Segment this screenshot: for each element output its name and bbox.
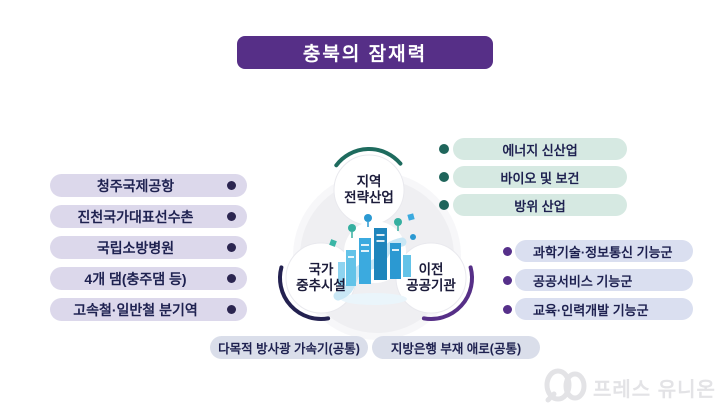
left-pill-cheongju-airport: 청주국제공항 (50, 174, 247, 197)
arc-navy-bottom-left (278, 265, 331, 321)
node-label-regional-strategic-industry: 지역 전략산업 (323, 174, 415, 206)
bullet-dot-icon (227, 305, 236, 314)
node-label-relocated-public-institutions: 이전 공공기관 (385, 262, 477, 294)
pill-label: 지방은행 부재 애로(공통) (390, 342, 522, 356)
bullet-dot-icon (227, 243, 236, 252)
lav-pill-education-hr-group: 교육·인력개발 기능군 (503, 298, 693, 320)
left-pill-national-fire-hospital: 국립소방병원 (50, 236, 247, 259)
bullet-dot-icon (503, 246, 512, 256)
pill-label: 다목적 방사광 가속기(공통) (218, 342, 360, 356)
bottom-pill-accelerator: 다목적 방사광 가속기(공통) (210, 336, 368, 359)
page-title: 충북의 잠재력 (302, 44, 428, 65)
bullet-dot-icon (503, 275, 512, 285)
bullet-dot-icon (439, 172, 449, 182)
pill-label: 공공서비스 기능군 (533, 273, 633, 289)
pill-label: 방위 산업 (514, 198, 566, 214)
pill-label: 교육·인력개발 기능군 (533, 302, 649, 318)
bullet-dot-icon (503, 304, 512, 314)
pill-label: 청주국제공항 (96, 177, 175, 194)
green-pill-energy-new-industry: 에너지 신산업 (439, 138, 627, 160)
pill-label: 에너지 신산업 (502, 142, 578, 158)
node-label-line: 공공기관 (406, 278, 456, 294)
node-label-line: 중추시설 (296, 278, 346, 294)
lav-pill-science-ict-group: 과학기술·정보통신 기능군 (503, 240, 693, 262)
bullet-dot-icon (227, 274, 236, 283)
pill-label: 4개 댐(충주댐 등) (84, 270, 187, 287)
bullet-dot-icon (227, 212, 236, 221)
node-label-line: 전략산업 (344, 190, 394, 206)
arc-teal-top (334, 147, 403, 168)
press-union-logo-icon (544, 368, 587, 403)
green-pill-defense-industry: 방위 산업 (439, 194, 627, 216)
bottom-pill-local-bank: 지방은행 부재 애로(공통) (372, 336, 540, 359)
pill-label: 국립소방병원 (96, 239, 175, 256)
pill-label: 고속철·일반철 분기역 (73, 301, 198, 318)
pill-label: 과학기술·정보통신 기능군 (533, 244, 673, 260)
green-pill-bio-health: 바이오 및 보건 (439, 166, 627, 188)
smart-city-illustration-icon (329, 213, 416, 305)
node-label-line: 이전 (418, 262, 444, 277)
pill-label: 바이오 및 보건 (500, 170, 580, 186)
pill-label: 진천국가대표선수촌 (77, 208, 194, 225)
left-pill-jincheon-training-center: 진천국가대표선수촌 (50, 205, 247, 228)
bullet-dot-icon (227, 181, 236, 190)
node-label-line: 지역 (356, 174, 382, 189)
bullet-dot-icon (439, 144, 449, 154)
left-pill-rail-junction: 고속철·일반철 분기역 (50, 298, 247, 321)
watermark-text: 프레스 유니온 (593, 379, 716, 401)
arc-purple-bottom-right (421, 265, 474, 321)
title-banner: 충북의 잠재력 (237, 36, 493, 69)
node-label-line: 국가 (308, 262, 334, 277)
bullet-dot-icon (439, 200, 449, 210)
left-pill-four-dams: 4개 댐(충주댐 등) (50, 267, 247, 290)
node-label-national-core-facilities: 국가 중추시설 (275, 262, 367, 294)
lav-pill-public-service-group: 공공서비스 기능군 (503, 269, 693, 291)
